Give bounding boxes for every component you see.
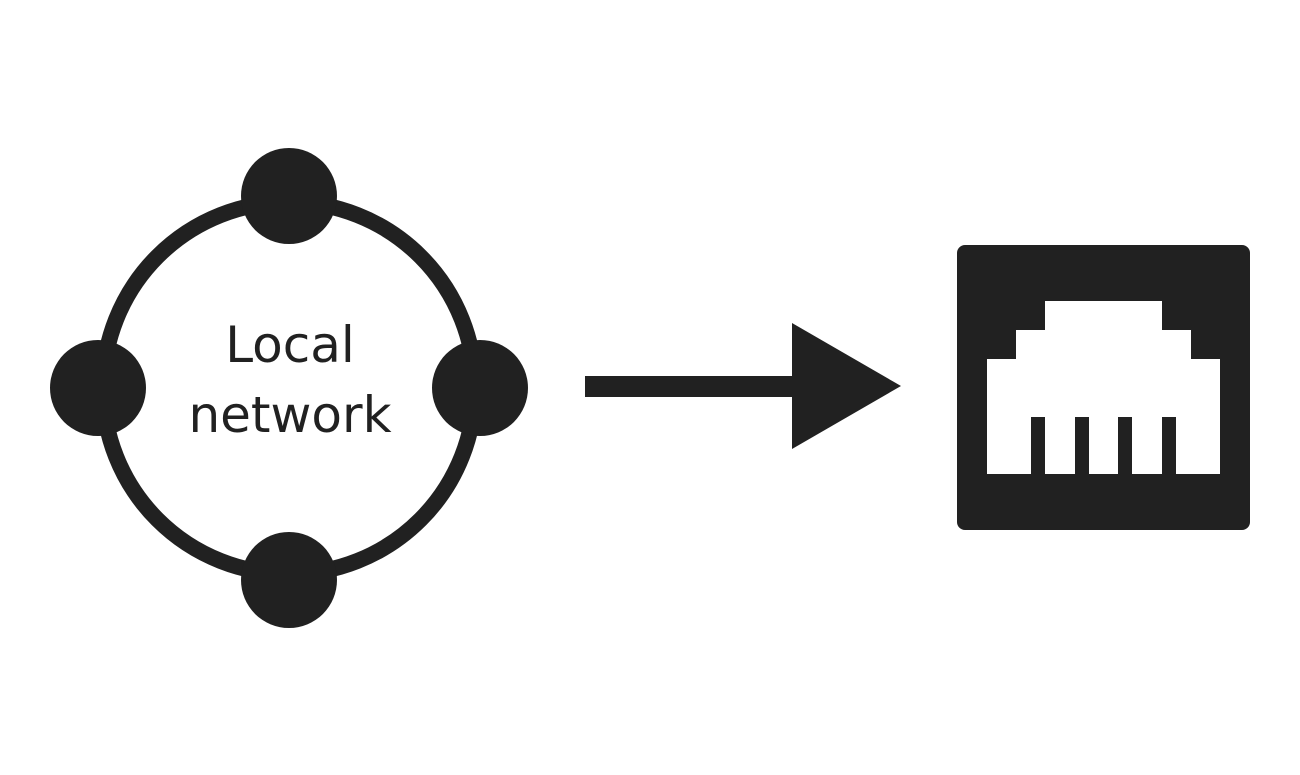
network-label-line2: network bbox=[188, 386, 391, 444]
arrow-head bbox=[792, 323, 901, 449]
port-socket bbox=[987, 301, 1220, 474]
network-node-top bbox=[241, 148, 337, 244]
arrow-shaft bbox=[585, 376, 800, 397]
network-node-bottom bbox=[241, 532, 337, 628]
network-ring-icon: Local network bbox=[50, 148, 528, 628]
network-label-line1: Local bbox=[225, 316, 355, 374]
network-node-left bbox=[50, 340, 146, 436]
network-node-right bbox=[432, 340, 528, 436]
arrow-right-icon bbox=[585, 323, 901, 449]
ethernet-port-icon bbox=[957, 245, 1250, 530]
